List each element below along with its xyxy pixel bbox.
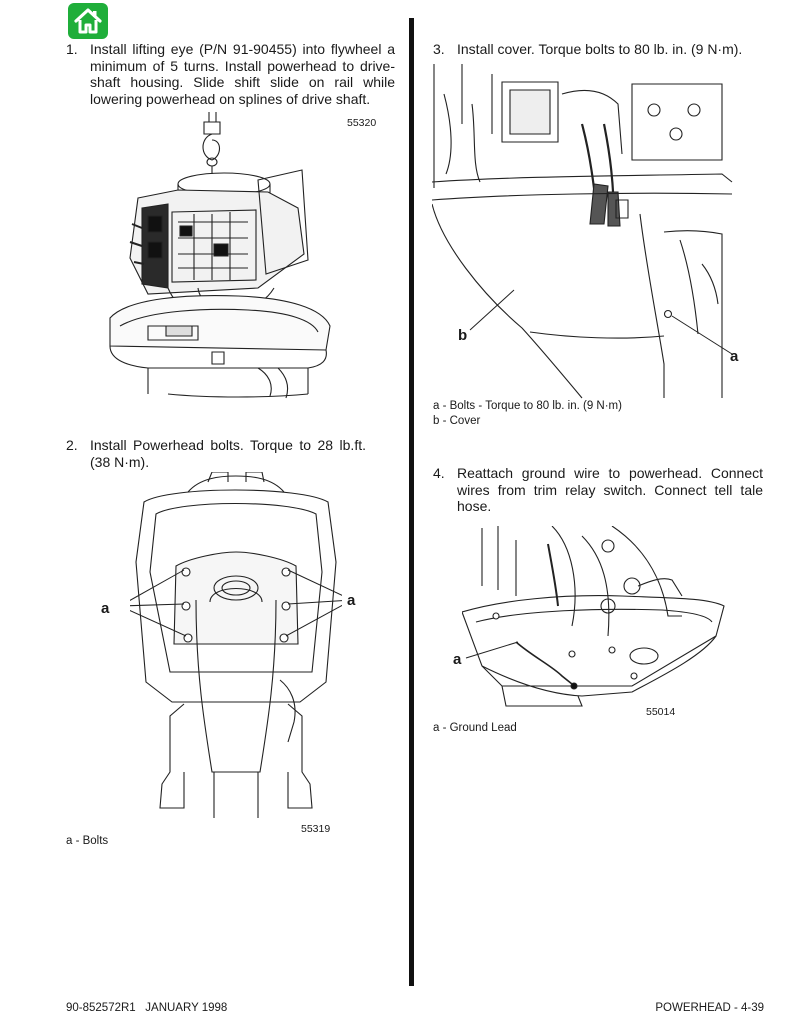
callout-a: a <box>453 651 462 668</box>
figure-powerhead-bolts <box>130 472 342 820</box>
step-text: Install cover. Torque bolts to 80 lb. in… <box>457 41 743 57</box>
figure-powerhead-lift <box>108 112 340 400</box>
figure-number: 55319 <box>301 823 331 835</box>
callout-a-right: a <box>347 592 356 609</box>
column-divider <box>409 18 414 986</box>
figure-caption: a - Ground Lead <box>433 721 517 736</box>
step-number: 1. <box>66 41 78 57</box>
home-button[interactable] <box>68 3 108 39</box>
step-text: Install Powerhead bolts. Torque to 28 lb… <box>90 437 366 470</box>
step-4: 4. Reattach ground wire to powerhead. Co… <box>433 465 763 515</box>
figure-cover <box>432 64 742 400</box>
figure-ground-lead <box>462 526 728 716</box>
callout-a: a <box>730 348 739 365</box>
step-number: 2. <box>66 437 78 453</box>
callout-a-left: a <box>101 600 110 617</box>
caption-line: a - Bolts - Torque to 80 lb. in. (9 N·m) <box>433 400 622 412</box>
caption-line: b - Cover <box>433 415 481 427</box>
caption-line: a - Ground Lead <box>433 722 517 734</box>
home-icon <box>74 8 102 34</box>
step-number: 3. <box>433 41 445 57</box>
figure-caption: a - Bolts <box>66 834 108 849</box>
step-text: Reattach ground wire to powerhead. Conne… <box>457 465 763 514</box>
step-2: 2. Install Powerhead bolts. Torque to 28… <box>66 437 366 470</box>
footer-doc-id: 90-852572R1 JANUARY 1998 <box>66 1002 228 1014</box>
step-1: 1. Install lifting eye (P/N 91-90455) in… <box>66 41 395 107</box>
caption-line: a - Bolts <box>66 835 109 847</box>
callout-b: b <box>458 327 468 344</box>
figure-number: 55014 <box>646 706 676 718</box>
step-number: 4. <box>433 465 445 481</box>
figure-number: 55320 <box>347 117 377 129</box>
footer-page-number: POWERHEAD - 4-39 <box>655 1002 764 1014</box>
figure-caption: a - Bolts - Torque to 80 lb. in. (9 N·m)… <box>433 399 622 429</box>
step-3: 3. Install cover. Torque bolts to 80 lb.… <box>433 41 763 58</box>
step-text: Install lifting eye (P/N 91-90455) into … <box>90 41 395 107</box>
